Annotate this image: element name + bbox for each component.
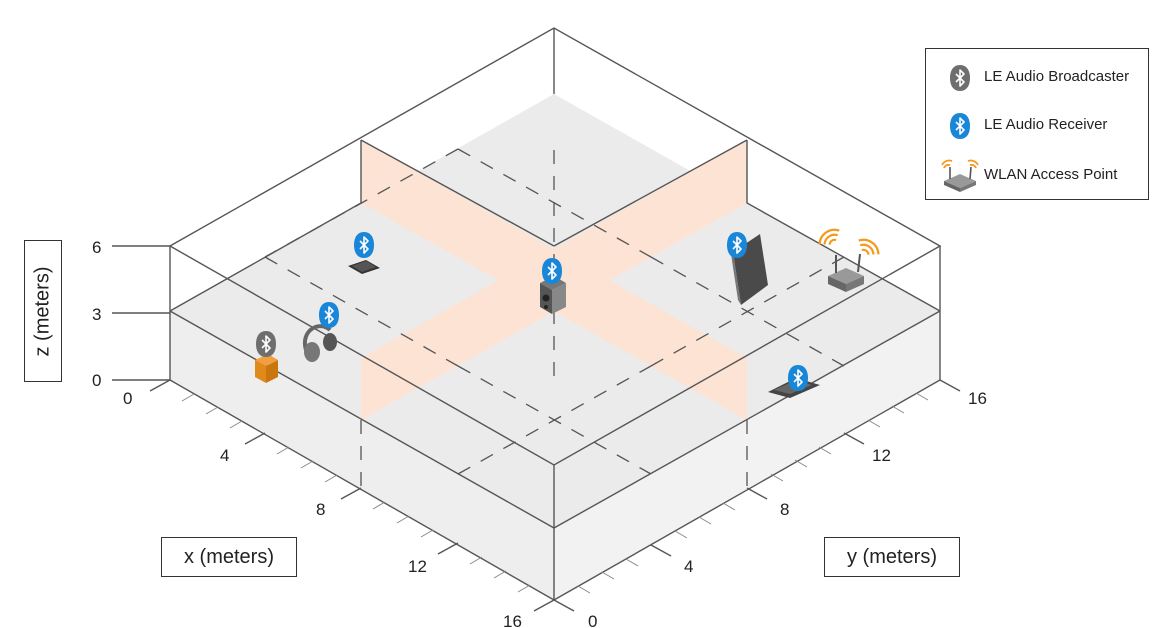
axis-ticks xyxy=(112,245,961,612)
y-axis-label: y (meters) xyxy=(824,537,960,577)
laptop-receiver-icon xyxy=(768,364,820,398)
legend-item-receiver: LE Audio Receiver xyxy=(926,105,1148,145)
bluetooth-gray-icon xyxy=(949,64,971,92)
wlan-router-icon xyxy=(941,159,979,192)
z-tick-labels: 6 3 0 xyxy=(92,238,101,390)
y-tick-8: 8 xyxy=(780,500,789,519)
x-tick-16: 16 xyxy=(503,612,522,628)
devices xyxy=(255,224,883,398)
z-tick-0: 0 xyxy=(92,371,101,390)
legend-label-receiver: LE Audio Receiver xyxy=(984,116,1108,133)
y-tick-4: 4 xyxy=(684,557,693,576)
x-tick-4: 4 xyxy=(220,446,229,465)
y-tick-16: 16 xyxy=(968,389,987,408)
room-box xyxy=(168,27,942,601)
speaker-receiver-icon xyxy=(540,257,566,314)
legend-item-broadcaster: LE Audio Broadcaster xyxy=(926,57,1148,97)
z-tick-6: 6 xyxy=(92,238,101,257)
bluetooth-blue-icon xyxy=(949,112,971,140)
x-tick-8: 8 xyxy=(316,500,325,519)
legend: LE Audio Broadcaster LE Audio Receiver W… xyxy=(925,48,1149,200)
z-tick-3: 3 xyxy=(92,305,101,324)
tv-receiver-icon xyxy=(726,231,768,305)
axis-tick-minor xyxy=(181,392,929,594)
legend-label-wlan: WLAN Access Point xyxy=(984,166,1118,183)
y-tick-0: 0 xyxy=(588,612,597,628)
x-axis-label: x (meters) xyxy=(161,537,297,577)
broadcaster-box-icon xyxy=(255,330,278,383)
floor-level xyxy=(170,94,940,600)
legend-label-broadcaster: LE Audio Broadcaster xyxy=(984,68,1130,85)
x-tick-12: 12 xyxy=(408,557,427,576)
legend-item-wlan: WLAN Access Point xyxy=(926,155,1148,195)
z-axis-label: z (meters) xyxy=(24,240,62,382)
x-tick-labels: 0 4 8 12 16 xyxy=(123,389,522,628)
x-tick-0: 0 xyxy=(123,389,132,408)
y-tick-12: 12 xyxy=(872,446,891,465)
y-tick-labels: 0 4 8 12 16 xyxy=(588,389,987,628)
phone-receiver-icon xyxy=(348,231,380,274)
wlan-access-point-icon xyxy=(815,224,883,292)
headphones-receiver-icon xyxy=(302,301,340,362)
